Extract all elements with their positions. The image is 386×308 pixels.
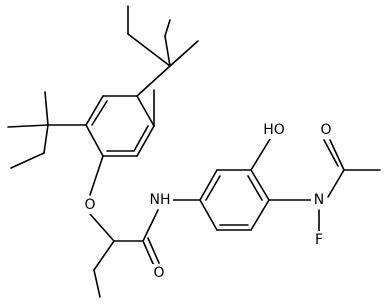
bond	[199, 199, 218, 231]
butanamide-chain	[89, 155, 160, 298]
bond	[199, 169, 218, 201]
bond	[44, 91, 49, 126]
bond	[250, 169, 270, 201]
bond	[85, 124, 104, 157]
bond	[164, 19, 171, 37]
ring-a	[85, 95, 155, 157]
tert-pentyl-para	[127, 5, 199, 127]
bond	[329, 139, 345, 171]
tert-pentyl-ortho	[7, 91, 87, 169]
bond	[169, 40, 199, 67]
bond	[136, 125, 155, 157]
bond	[250, 138, 271, 171]
atom-labels: O NH O HO N F O	[81, 121, 335, 282]
double-bond-inner	[205, 175, 221, 201]
double-bond	[323, 139, 339, 167]
atom-o-carbonyl: O	[153, 265, 164, 281]
phenol-group	[250, 138, 271, 171]
double-bond	[147, 237, 160, 264]
bond	[89, 155, 104, 196]
bond	[327, 169, 345, 198]
bond	[142, 209, 159, 242]
atom-o-acetyl: O	[320, 122, 331, 138]
bond	[142, 240, 155, 267]
bond	[164, 35, 171, 67]
bond	[89, 213, 115, 242]
atom-oh-phenol: HO	[263, 122, 285, 138]
atom-n-amide: N	[314, 192, 324, 208]
bond	[136, 95, 155, 127]
ring-b	[199, 169, 270, 231]
double-bond-inner	[133, 125, 149, 152]
bond	[136, 65, 171, 97]
double-bond-inner	[247, 175, 263, 201]
bond	[10, 152, 45, 169]
bond	[7, 124, 49, 128]
bond	[43, 124, 49, 154]
bond	[93, 269, 101, 298]
double-bond-inner	[91, 100, 108, 126]
bond	[250, 199, 270, 231]
atom-nh-amide: NH	[150, 192, 171, 208]
atom-o-ether: O	[84, 197, 95, 213]
n-acetyl-fluoro-group	[268, 139, 381, 236]
atom-fluorine: F	[315, 232, 323, 248]
bond	[127, 33, 171, 67]
bond	[85, 95, 104, 126]
bond	[93, 240, 115, 271]
